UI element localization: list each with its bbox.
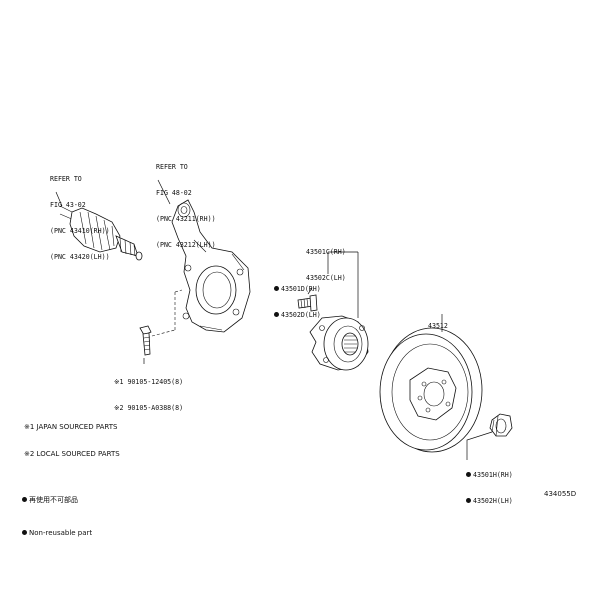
part-number-rh: 43501D(RH) <box>281 285 321 294</box>
leader-hub-assy <box>327 251 359 318</box>
part-number: 43512 <box>428 322 448 331</box>
leader-hub-nut <box>466 431 493 460</box>
part-number-lh: 43502D(LH) <box>281 310 321 319</box>
callout-driveshaft-ref: REFER TO FIG 43-02 (PNC 43410(RH)) (PNC … <box>50 158 110 270</box>
leader-hub-bolt <box>307 287 313 295</box>
callout-line: (PNC 43420(LH)) <box>50 252 110 261</box>
callout-line: REFER TO <box>50 175 82 184</box>
hub-bearing-assembly[interactable] <box>309 315 369 371</box>
callout-knuckle-ref: REFER TO FIG 48-02 (PNC 43211(RH)) (PNC … <box>156 146 216 258</box>
knuckle-bolt[interactable] <box>139 325 152 356</box>
steering-knuckle[interactable] <box>171 199 251 333</box>
hub-nut[interactable] <box>489 413 513 437</box>
callout-line: REFER TO <box>156 163 188 172</box>
leader-knuckle <box>157 179 171 205</box>
part-number-lh: 43502H(LH) <box>473 496 513 505</box>
hub-bolt[interactable] <box>297 294 318 312</box>
figure-id: 434055D <box>544 490 577 498</box>
callout-line: (PNC 43212(LH)) <box>156 240 216 249</box>
sourcing-notes: ※1 JAPAN SOURCED PARTS ※2 LOCAL SOURCED … <box>24 405 120 468</box>
callout-line: FIG 48-02 <box>156 188 192 197</box>
brake-disc[interactable] <box>379 327 483 453</box>
callout-hub-nut: 43501H(RH) 43502H(LH) <box>466 454 513 514</box>
note-japan-sourced: ※1 JAPAN SOURCED PARTS <box>24 423 118 431</box>
legend: 再使用不可部品 Non-reusable part <box>22 473 92 550</box>
non-reusable-dot-icon <box>22 497 27 502</box>
callout-disc: 43512 <box>428 305 448 339</box>
drive-shaft-cv-joint[interactable] <box>59 205 143 261</box>
note-local-sourced: ※2 LOCAL SOURCED PARTS <box>24 450 120 458</box>
callout-hub-bolt: 43501D(RH) 43502D(LH) <box>274 268 321 328</box>
part-number-local: ※2 90105-A0388(8) <box>114 403 184 412</box>
non-reusable-dot-icon <box>466 497 471 503</box>
callout-line: FIG 43-02 <box>50 200 86 209</box>
leader-driveshaft <box>55 191 63 207</box>
non-reusable-dot-icon <box>466 472 471 478</box>
legend-non-reusable-cn: 再使用不可部品 <box>29 496 78 504</box>
callout-hub-assy: 43501C(RH) 43502C(LH) <box>306 231 346 291</box>
callout-knuckle-bolt: ※1 90105-12405(8) ※2 90105-A0388(8) <box>114 361 183 421</box>
callout-line: (PNC 43410(RH)) <box>50 226 110 235</box>
callout-line: (PNC 43211(RH)) <box>156 214 216 223</box>
part-number-rh: 43501C(RH) <box>306 248 346 257</box>
part-number-lh: 43502C(LH) <box>306 273 346 282</box>
legend-non-reusable-en: Non-reusable part <box>29 529 93 537</box>
part-number-rh: 43501H(RH) <box>473 471 513 480</box>
non-reusable-dot-icon <box>22 530 27 535</box>
part-number-japan: ※1 90105-12405(8) <box>114 378 184 387</box>
non-reusable-dot-icon <box>274 311 279 317</box>
non-reusable-dot-icon <box>274 286 279 292</box>
